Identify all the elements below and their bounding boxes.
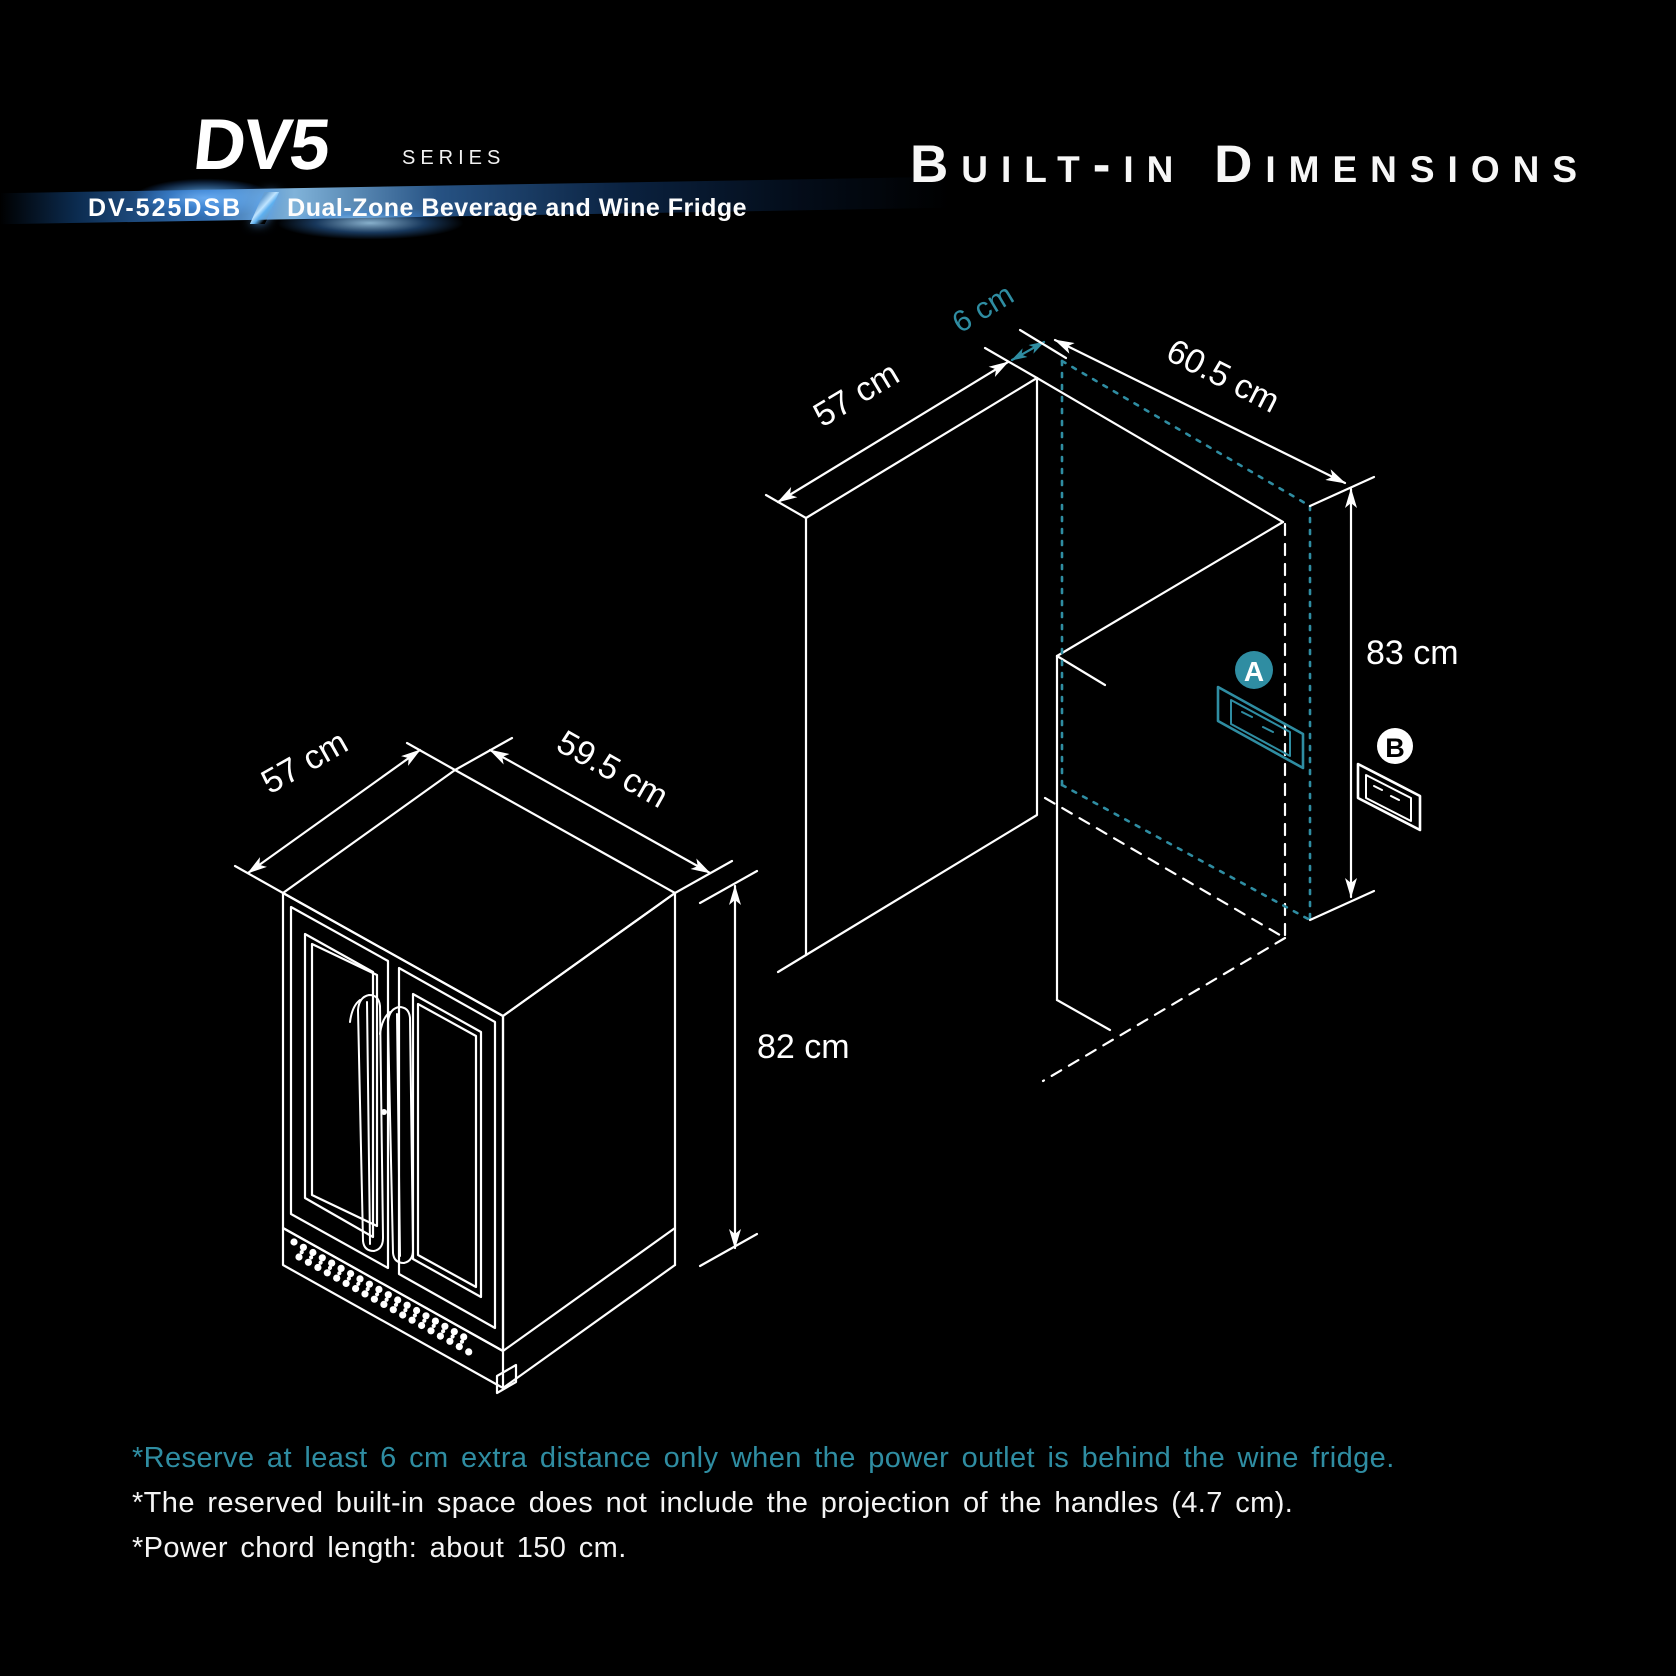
outlet-a-icon: A [1216, 651, 1305, 770]
footnote-handles: *The reserved built-in space does not in… [132, 1487, 1294, 1519]
brand-logo-suffix: SERIES [402, 147, 506, 169]
fridge-grille [281, 1226, 677, 1395]
footnote-power-cord: *Power chord length: about 150 cm. [132, 1532, 627, 1564]
fridge-body [281, 768, 677, 1353]
outlet-a-label: A [1244, 656, 1264, 687]
fridge-width-dimension: 59.5 cm [453, 723, 734, 895]
niche-height-dimension: 83 cm [1308, 487, 1459, 922]
slash-icon [250, 192, 280, 224]
page-title: Built-in Dimensions [910, 135, 1591, 194]
fridge-doors [289, 905, 497, 1330]
fridge-handles [349, 994, 414, 1264]
outlet-b-icon: B [1356, 728, 1422, 832]
footnotes: *Reserve at least 6 cm extra distance on… [132, 1436, 1632, 1571]
fridge-depth-dimension: 57 cm [233, 723, 457, 895]
niche-depth-label: 57 cm [807, 354, 906, 434]
niche-width-dimension: 60.5 cm [1018, 328, 1376, 508]
fridge-drawing: 57 cm 59.5 cm 82 cm [233, 723, 850, 1395]
footnote-reserve: *Reserve at least 6 cm extra distance on… [132, 1442, 1395, 1474]
niche-height-label: 83 cm [1366, 634, 1459, 672]
outlet-b-label: B [1385, 733, 1405, 763]
model-row: DV-525DSB Dual-Zone Beverage and Wine Fr… [88, 190, 747, 226]
niche-hidden-edges [1041, 522, 1287, 1083]
brand-logo: DV5 [189, 105, 333, 185]
niche-drawing: 57 cm 6 cm 60.5 cm 83 cm A [764, 278, 1459, 1083]
grille-dots [290, 1238, 473, 1356]
product-tagline: Dual-Zone Beverage and Wine Fridge [287, 193, 748, 222]
fridge-depth-label: 57 cm [255, 723, 354, 802]
niche-reserve-outline [1060, 359, 1312, 922]
fridge-height-label: 82 cm [757, 1028, 850, 1066]
niche-depth-dimension: 57 cm [764, 346, 1039, 520]
niche-structure [776, 376, 1285, 1032]
model-number: DV-525DSB [88, 193, 243, 222]
niche-width-label: 60.5 cm [1160, 332, 1285, 421]
fridge-width-label: 59.5 cm [550, 723, 674, 816]
fridge-height-dimension: 82 cm [698, 869, 850, 1268]
niche-reserve-dimension: 6 cm [947, 278, 1046, 362]
niche-reserve-label: 6 cm [947, 278, 1020, 340]
door-lock-dot [381, 1109, 387, 1115]
